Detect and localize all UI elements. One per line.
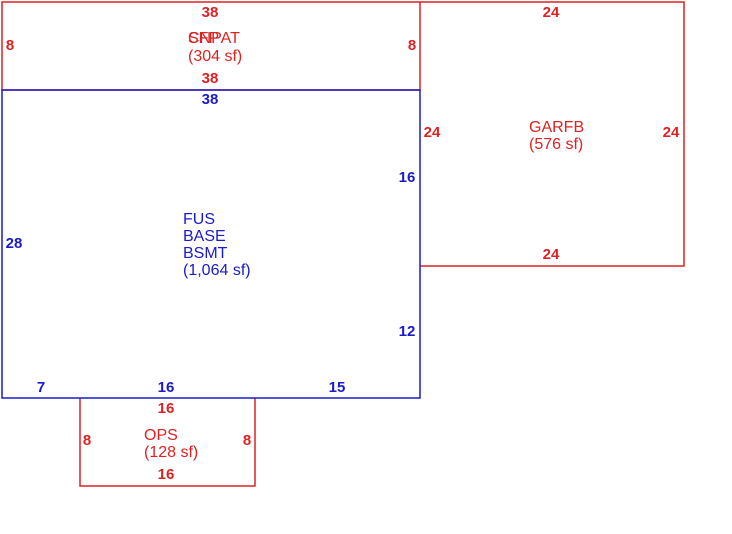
basement-dim-top: 38 [202, 91, 219, 108]
basement-label-line2: BASE [183, 228, 226, 245]
porch-label-area: (128 sf) [144, 444, 198, 461]
area-garage: 24 24 24 24 GARFB (576 sf) [420, 1, 685, 267]
garage-dim-bottom: 24 [543, 246, 560, 263]
garage-label-name: GARFB [529, 119, 584, 136]
patio-label-area: (304 sf) [188, 48, 242, 65]
porch-dim-top: 16 [158, 400, 175, 417]
garage-label-area: (576 sf) [529, 136, 583, 153]
garage-outline [420, 1, 685, 267]
porch-dim-left: 8 [83, 432, 91, 449]
garage-dim-left: 24 [424, 124, 441, 141]
basement-outline [1, 89, 421, 399]
basement-label-area: (1,064 sf) [183, 262, 251, 279]
basement-dim-right-lower: 12 [399, 323, 416, 340]
porch-label-name: OPS [144, 427, 178, 444]
patio-dim-left: 8 [6, 37, 14, 54]
area-basement: 38 28 16 12 7 16 15 FUS BASE BSMT (1,064… [1, 89, 421, 399]
garage-dim-top: 24 [543, 4, 560, 21]
area-porch: 16 16 8 8 OPS (128 sf) [79, 398, 256, 487]
garage-dim-right: 24 [663, 124, 680, 141]
porch-dim-right: 8 [243, 432, 251, 449]
patio-label-name: CNPAT [188, 30, 240, 47]
basement-dim-bottom-right: 15 [329, 379, 346, 396]
basement-dim-right-upper: 16 [399, 169, 416, 186]
basement-dim-bottom-mid: 16 [158, 379, 175, 396]
porch-dim-bottom: 16 [158, 466, 175, 483]
patio-overlap-label: SFP [188, 30, 219, 47]
basement-label-line3: BSMT [183, 245, 228, 262]
basement-dim-left: 28 [6, 235, 23, 252]
porch-outline [79, 398, 256, 487]
patio-dim-right: 8 [408, 37, 416, 54]
patio-dim-top: 38 [202, 4, 219, 21]
basement-dim-bottom-left: 7 [37, 379, 45, 396]
basement-label-line1: FUS [183, 211, 215, 228]
patio-dim-bottom: 38 [202, 70, 219, 87]
area-patio: 38 38 8 8 SFP CNPAT (304 sf) [1, 1, 421, 91]
